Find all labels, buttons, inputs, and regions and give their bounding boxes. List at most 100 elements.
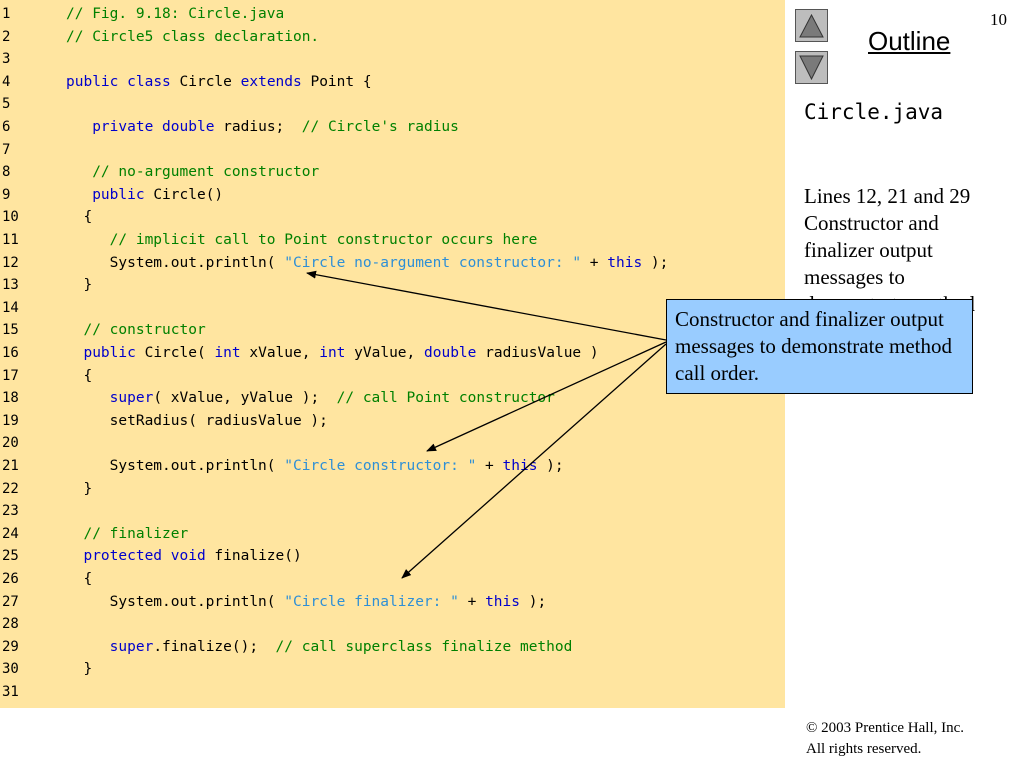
code-token: // finalizer xyxy=(83,525,189,542)
code-line: 13 } xyxy=(0,274,785,297)
code-text: } xyxy=(66,478,92,501)
code-line: 17 { xyxy=(0,365,785,388)
code-token: Circle xyxy=(170,73,241,90)
code-token xyxy=(66,164,92,180)
code-line: 8 // no-argument constructor xyxy=(0,161,785,184)
code-token: // no-argument constructor xyxy=(92,164,320,181)
code-line: 3 xyxy=(0,48,785,71)
code-text: private double radius; // Circle's radiu… xyxy=(66,116,459,139)
code-token: int xyxy=(214,345,241,361)
code-token: radiusValue ) xyxy=(476,345,599,361)
code-token xyxy=(66,639,110,655)
line-number: 19 xyxy=(2,412,19,429)
code-line: 23 xyxy=(0,500,785,523)
code-token: private xyxy=(92,119,154,135)
code-token: // Circle5 class declaration. xyxy=(66,28,320,45)
code-token: } xyxy=(66,480,93,497)
code-line: 15 // constructor xyxy=(0,319,785,342)
code-text: } xyxy=(66,274,92,297)
code-token xyxy=(66,119,92,135)
copyright-line-1: © 2003 Prentice Hall, Inc. xyxy=(806,720,965,736)
code-token xyxy=(162,548,171,564)
line-number: 9 xyxy=(2,186,11,203)
code-text: setRadius( radiusValue ); xyxy=(66,410,328,433)
code-text: // finalizer xyxy=(66,523,188,546)
code-text: // constructor xyxy=(66,319,205,342)
code-line: 22 } xyxy=(0,478,785,501)
code-token: System.out.println( xyxy=(66,458,285,474)
code-line: 7 xyxy=(0,139,785,162)
code-token: xValue, xyxy=(240,345,320,361)
code-text: System.out.println( "Circle constructor:… xyxy=(66,455,564,478)
code-token: } xyxy=(66,661,93,678)
code-token: ); xyxy=(537,458,564,474)
line-number: 26 xyxy=(2,571,19,587)
code-token: public xyxy=(92,186,145,203)
line-number: 7 xyxy=(2,141,11,158)
code-token: { xyxy=(66,571,93,587)
code-line: 27 System.out.println( "Circle finalizer… xyxy=(0,591,785,614)
code-text: public Circle( int xValue, int yValue, d… xyxy=(66,342,599,365)
code-token: class xyxy=(127,73,171,90)
code-token xyxy=(66,345,83,361)
line-number: 20 xyxy=(2,435,19,452)
code-token: .finalize(); xyxy=(153,638,276,655)
code-token: ( xValue, yValue ); xyxy=(153,390,337,407)
line-number: 17 xyxy=(2,367,19,384)
code-token: this xyxy=(502,458,538,474)
code-text: // no-argument constructor xyxy=(66,161,319,184)
next-slide-button[interactable] xyxy=(795,51,828,84)
code-token: int xyxy=(319,345,346,361)
code-line: 31 xyxy=(0,681,785,704)
code-text: protected void finalize() xyxy=(66,545,302,568)
line-number: 12 xyxy=(2,254,19,271)
code-text: super.finalize(); // call superclass fin… xyxy=(66,636,573,659)
code-token: radius; xyxy=(214,119,302,135)
outline-link[interactable]: Outline xyxy=(868,26,951,56)
line-number: 29 xyxy=(2,638,19,655)
code-token: { xyxy=(66,367,93,384)
code-line: 14 xyxy=(0,297,785,320)
code-token: finalize() xyxy=(205,548,302,565)
code-token xyxy=(66,187,92,203)
copyright-line-2: All rights reserved. xyxy=(806,741,922,757)
code-token: } xyxy=(66,277,93,294)
code-line: 10 { xyxy=(0,206,785,229)
code-text: { xyxy=(66,206,92,229)
line-number: 23 xyxy=(2,503,19,520)
line-number: 21 xyxy=(2,458,19,474)
code-line: 30 } xyxy=(0,658,785,681)
code-token: setRadius( radiusValue ); xyxy=(66,412,328,429)
code-text: // Circle5 class declaration. xyxy=(66,26,319,49)
line-number: 2 xyxy=(2,28,11,45)
line-number: 16 xyxy=(2,345,19,361)
code-line: 28 xyxy=(0,613,785,636)
code-token: ); xyxy=(519,593,547,610)
code-token: super xyxy=(109,638,154,655)
copyright-notice: © 2003 Prentice Hall, Inc. All rights re… xyxy=(806,718,964,760)
code-line: 9 public Circle() xyxy=(0,184,785,207)
code-token: public xyxy=(83,345,136,361)
code-token: "Circle constructor: " xyxy=(284,458,477,474)
line-number: 30 xyxy=(2,661,19,678)
code-token: yValue, xyxy=(345,345,424,361)
code-text: } xyxy=(66,658,92,681)
code-token: System.out.println( xyxy=(66,593,285,610)
line-number: 25 xyxy=(2,548,19,565)
code-token: this xyxy=(607,254,643,271)
code-line: 11 // implicit call to Point constructor… xyxy=(0,229,785,252)
code-token: Point { xyxy=(301,73,372,90)
previous-slide-button[interactable] xyxy=(795,9,828,42)
code-text: public Circle() xyxy=(66,184,223,207)
code-line: 2 // Circle5 class declaration. xyxy=(0,26,785,49)
code-token: // call superclass finalize method xyxy=(275,638,573,655)
code-token: + xyxy=(458,593,486,610)
code-text: super( xValue, yValue ); // call Point c… xyxy=(66,387,555,410)
code-token: // Circle's radius xyxy=(301,119,459,135)
code-token: Circle() xyxy=(144,186,224,203)
code-token: { xyxy=(66,209,93,226)
line-number: 14 xyxy=(2,299,19,316)
line-number: 18 xyxy=(2,390,19,407)
line-number: 6 xyxy=(2,119,11,135)
